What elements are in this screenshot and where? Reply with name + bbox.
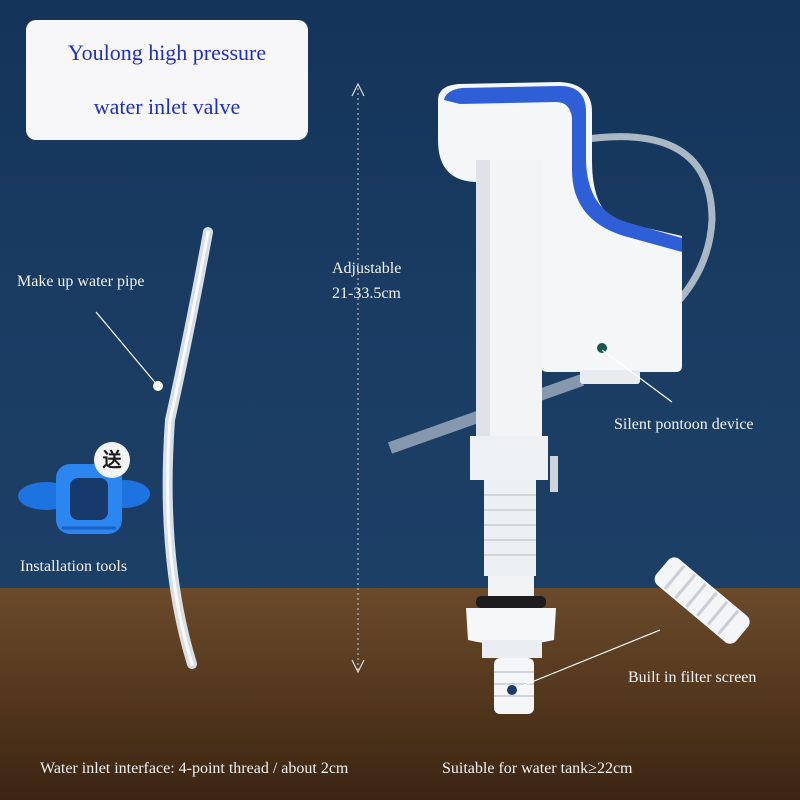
filter-marker: [507, 685, 517, 695]
adjustable-label: Adjustable: [332, 260, 402, 277]
dimension-line: [351, 82, 365, 674]
makeup-pipe: [162, 227, 213, 669]
pontoon-label: Silent pontoon device: [614, 416, 754, 433]
title-line-1: Youlong high pressure: [67, 40, 267, 65]
pipe-leader-line: [95, 311, 159, 387]
filter-leader-line: [511, 629, 661, 691]
filter-screen: [654, 557, 750, 644]
installation-tool: [18, 464, 150, 534]
tank-spec-label: Suitable for water tank≥22cm: [442, 760, 633, 777]
pipe-marker: [153, 381, 163, 391]
pontoon-leader-line: [601, 349, 673, 403]
ground-surface: [0, 588, 800, 800]
interface-spec-label: Water inlet interface: 4-point thread / …: [40, 760, 349, 777]
title-line-2: water inlet valve: [93, 94, 241, 119]
pipe-label: Make up water pipe: [17, 273, 145, 290]
title-card: Youlong high pressure water inlet valve: [26, 20, 308, 140]
pontoon-marker: [597, 343, 607, 353]
filter-label: Built in filter screen: [628, 669, 757, 686]
tools-label: Installation tools: [20, 558, 128, 575]
valve-body: [438, 82, 682, 714]
gift-badge: 送: [94, 442, 130, 478]
adjustable-range-label: 21-33.5cm: [332, 285, 401, 302]
